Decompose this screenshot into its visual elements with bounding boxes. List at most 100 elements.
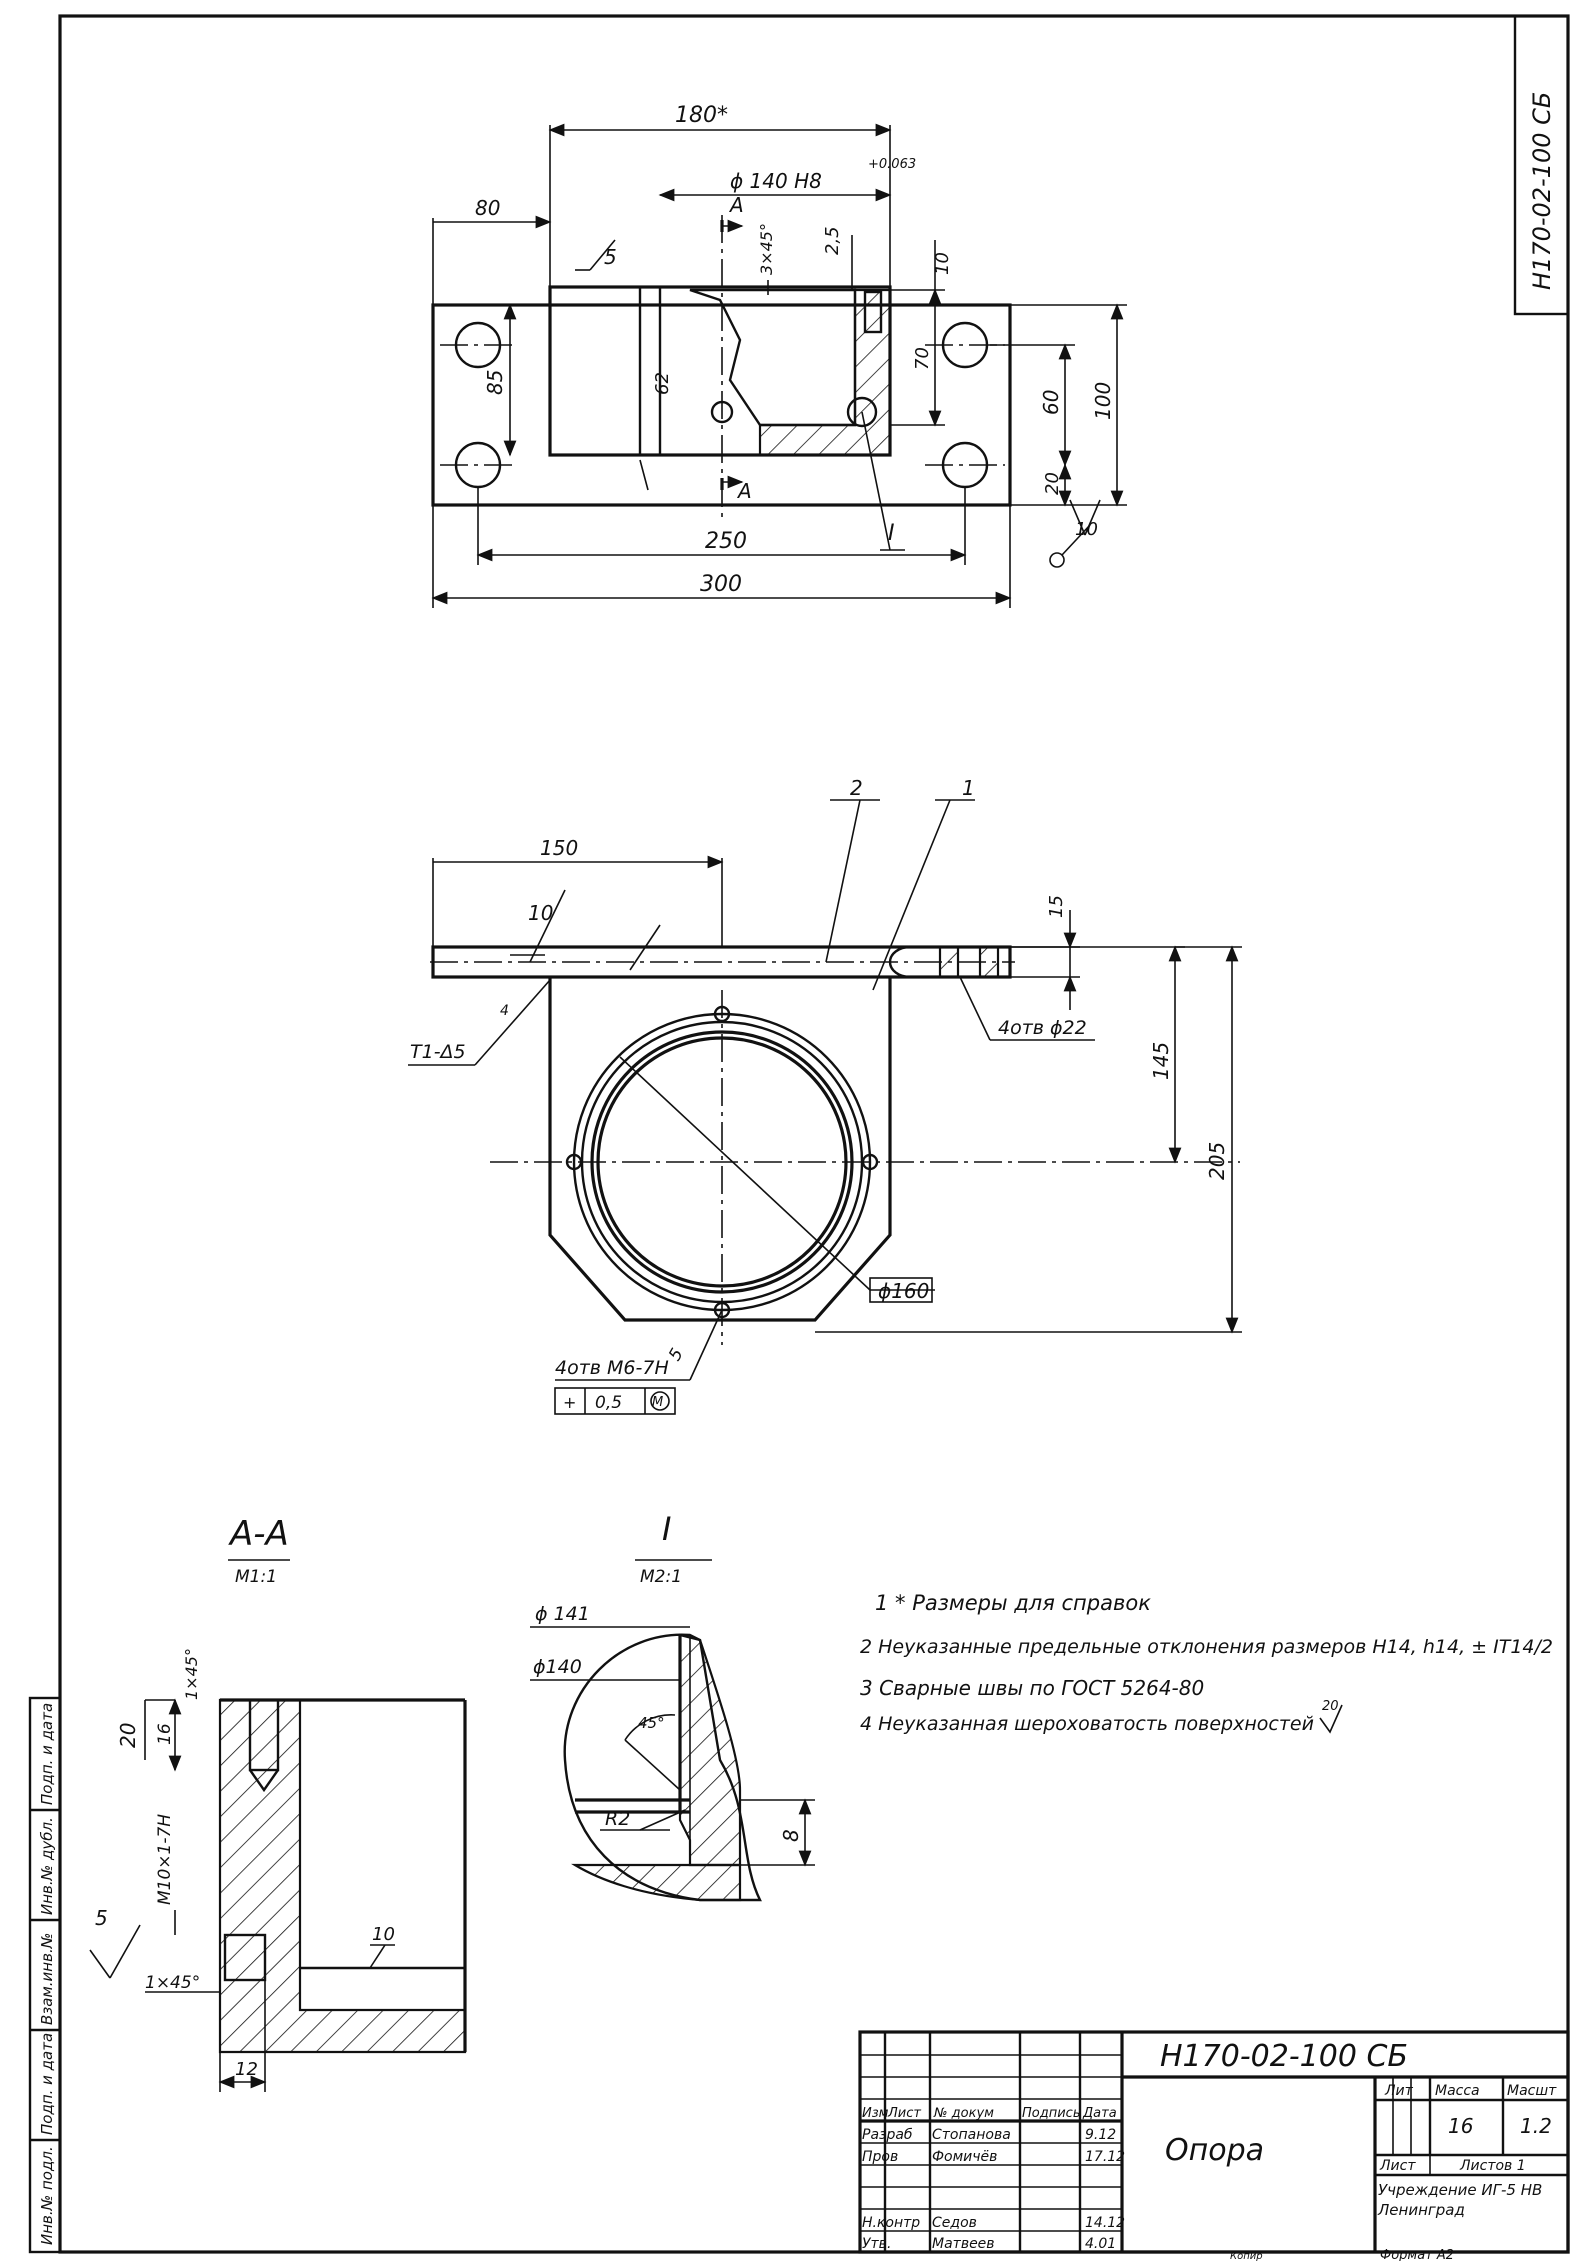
stamp-header-date: Дата bbox=[1082, 2106, 1117, 2121]
section-aa-chamfer-top: 1×45° bbox=[182, 1648, 201, 1700]
plan-dim-20: 20 bbox=[1042, 472, 1063, 495]
note-2: 2 Неуказанные предельные отклонения разм… bbox=[860, 1636, 1553, 1658]
detail-i-r2: R2 bbox=[605, 1808, 630, 1830]
detail-i-scale: М2:1 bbox=[640, 1567, 682, 1587]
stamp-header-sign: Подпись bbox=[1022, 2106, 1080, 2121]
plan-section-a-top: A bbox=[728, 193, 744, 217]
plan-dim-tol: +0.063 bbox=[868, 157, 916, 172]
stamp-part-name: Опора bbox=[1165, 2133, 1264, 2168]
stamp-designation: Н170-02-100 СБ bbox=[1160, 2039, 1408, 2074]
section-aa-scale: М1:1 bbox=[235, 1567, 277, 1587]
stamp-city: Ленинград bbox=[1377, 2201, 1465, 2219]
plan-dim-300: 300 bbox=[700, 572, 742, 597]
plan-dim-250: 250 bbox=[705, 529, 747, 554]
plan-dim-180: 180* bbox=[675, 103, 728, 128]
margin-field-3: Взам.инв.№ bbox=[38, 1933, 56, 2025]
section-aa-chamfer-bottom: 1×45° bbox=[145, 1973, 200, 1993]
stamp-row-1-name: Стопанова bbox=[932, 2127, 1011, 2143]
front-holes-22: 4отв ϕ22 bbox=[998, 1017, 1087, 1039]
section-aa-title: А-А bbox=[228, 1514, 289, 1554]
plan-dim-10-top: 10 bbox=[932, 252, 953, 275]
plan-dim-100: 100 bbox=[1091, 382, 1115, 420]
stamp-scale: 1.2 bbox=[1520, 2114, 1552, 2138]
stamp-sheets-label: Листов 1 bbox=[1459, 2158, 1526, 2174]
front-leader-1: 1 bbox=[962, 776, 975, 800]
plan-view: 180* ϕ 140 Н8 +0.063 80 A A 5 3×45° 2,5 … bbox=[431, 103, 1127, 608]
stamp-row-3-role: Н.контр bbox=[862, 2215, 920, 2231]
front-leader-2: 2 bbox=[850, 776, 863, 800]
detail-i-d140: ϕ140 bbox=[533, 1656, 582, 1678]
title-block: Изм Лист № докум Подпись Дата Разраб Сто… bbox=[858, 2030, 1570, 2254]
plan-roughness-10: 10 bbox=[1075, 519, 1098, 540]
stamp-row-3-name: Седов bbox=[932, 2215, 977, 2231]
note-4-roughness-value: 20 bbox=[1322, 1699, 1339, 1714]
plan-dim-85: 85 bbox=[483, 370, 507, 395]
stamp-row-2-name: Фомичёв bbox=[932, 2149, 997, 2165]
margin-field-4: Инв.№ дубл. bbox=[38, 1817, 56, 1915]
front-leader-10: 10 bbox=[528, 901, 553, 925]
detail-i-title: I bbox=[662, 1510, 671, 1548]
plan-dim-80: 80 bbox=[475, 196, 500, 220]
stamp-row-4-role: Утв. bbox=[862, 2236, 891, 2252]
front-dim-205: 205 bbox=[1205, 1142, 1229, 1180]
technical-notes: 1 * Размеры для справок 2 Неуказанные пр… bbox=[860, 1591, 1553, 1735]
section-aa-leader-10: 10 bbox=[372, 1924, 395, 1945]
front-view: ϕ160 2 1 150 10 15 4отв ϕ22 Т1-Δ5 4 145 bbox=[408, 776, 1242, 1415]
plan-dim-60: 60 bbox=[1039, 390, 1063, 415]
plan-dim-62: 62 bbox=[652, 372, 673, 395]
front-holes-m6: 4отв М6-7Н bbox=[555, 1357, 669, 1379]
stamp-organization: Учреждение ИГ-5 НВ bbox=[1378, 2181, 1542, 2199]
front-dim-150: 150 bbox=[540, 836, 578, 860]
front-dim-d160: ϕ160 bbox=[878, 1279, 929, 1303]
plan-dim-70: 70 bbox=[912, 347, 933, 370]
front-dim-145: 145 bbox=[1149, 1042, 1173, 1080]
plan-dim-2-5: 2,5 bbox=[822, 226, 843, 255]
section-aa-roughness-5: 5 bbox=[95, 1906, 108, 1930]
margin-field-2: Подп. и дата bbox=[38, 2033, 56, 2135]
stamp-row-3-date: 14.12 bbox=[1085, 2215, 1125, 2231]
plan-dim-chamfer: 3×45° bbox=[757, 223, 776, 275]
stamp-row-4-date: 4.01 bbox=[1085, 2236, 1116, 2252]
top-designation-text: Н170-02-100 СБ bbox=[1528, 92, 1556, 290]
top-designation-box: Н170-02-100 СБ bbox=[1513, 14, 1570, 316]
front-position-symbol: + bbox=[563, 1393, 576, 1412]
front-weld-4: 4 bbox=[500, 1003, 509, 1019]
detail-i-angle: 45° bbox=[638, 1714, 665, 1732]
section-aa-dim-20: 20 bbox=[116, 1723, 140, 1748]
stamp-row-2-date: 17.12 bbox=[1085, 2149, 1125, 2165]
stamp-header-doc: № докум bbox=[933, 2106, 994, 2121]
front-position-tol: 0,5 bbox=[595, 1393, 622, 1413]
margin-field-5: Подп. и дата bbox=[38, 1703, 56, 1805]
copied-label: Копир bbox=[1230, 2251, 1263, 2261]
plan-leader-5: 5 bbox=[604, 245, 617, 269]
stamp-mass: 16 bbox=[1448, 2114, 1473, 2138]
section-aa-dim-16: 16 bbox=[155, 1723, 175, 1745]
detail-i-d141: ϕ 141 bbox=[535, 1603, 590, 1625]
front-weld-t1: Т1-Δ5 bbox=[410, 1041, 466, 1063]
plan-detail-i-callout: I bbox=[888, 521, 895, 546]
note-4: 4 Неуказанная шероховатость поверхностей bbox=[860, 1713, 1314, 1735]
stamp-header-list: Лист bbox=[887, 2106, 921, 2121]
front-dim-15: 15 bbox=[1046, 895, 1067, 918]
stamp-row-1-role: Разраб bbox=[862, 2127, 913, 2143]
note-1: 1 * Размеры для справок bbox=[875, 1591, 1151, 1615]
left-margin-strip: Инв.№ подл. Подп. и дата Взам.инв.№ Инв.… bbox=[28, 1696, 62, 2254]
section-aa: А-А М1:1 1×45° 20 16 М10×1-7Н 5 10 1×45°… bbox=[89, 1514, 467, 2092]
format-label: Формат А2 bbox=[1380, 2248, 1454, 2261]
stamp-sheet-label: Лист bbox=[1379, 2158, 1416, 2174]
note-3: 3 Сварные швы по ГОСТ 5264-80 bbox=[860, 1676, 1204, 1700]
plan-dim-d140: ϕ 140 Н8 bbox=[730, 169, 822, 193]
detail-i: I М2:1 ϕ 141 ϕ140 45° R2 8 bbox=[530, 1510, 815, 1902]
stamp-mass-header: Масса bbox=[1435, 2083, 1480, 2099]
margin-field-1: Инв.№ подл. bbox=[38, 2146, 56, 2245]
section-aa-thread: М10×1-7Н bbox=[155, 1814, 175, 1905]
section-aa-dim-12: 12 bbox=[235, 2059, 258, 2080]
front-position-mmc: М bbox=[652, 1395, 663, 1410]
detail-i-dim-8: 8 bbox=[779, 1829, 803, 1842]
stamp-header-izm: Изм bbox=[862, 2106, 889, 2121]
stamp-lit-header: Лит bbox=[1384, 2083, 1414, 2099]
stamp-row-1-date: 9.12 bbox=[1085, 2127, 1116, 2143]
sheet-frame bbox=[58, 14, 1570, 2254]
